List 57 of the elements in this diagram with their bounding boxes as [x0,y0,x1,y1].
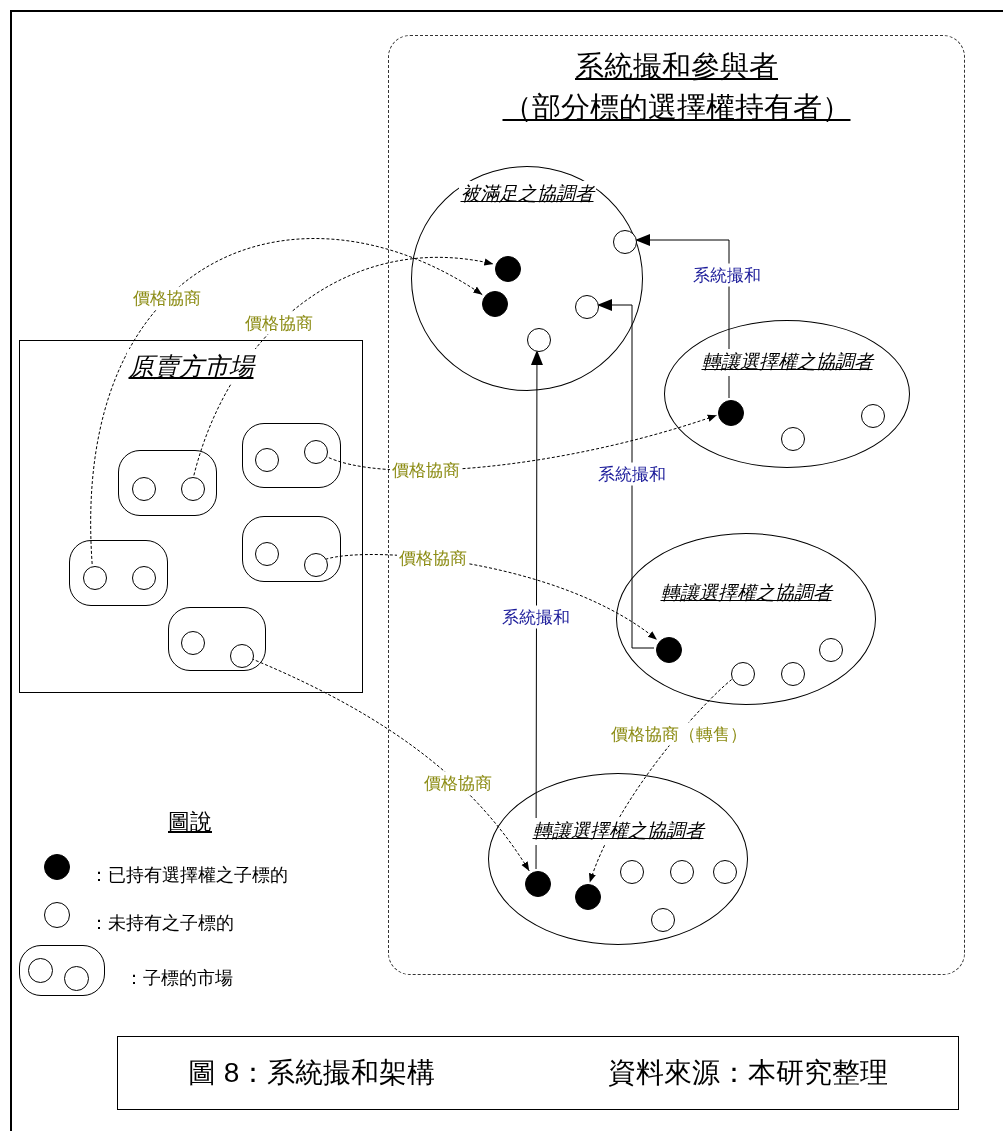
edge-label: 價格協商 [389,458,462,482]
edge-label: 價格協商 [397,546,470,570]
hollow-circle [613,230,637,254]
hollow-circle [527,328,551,352]
edge-label: 系統撮和 [691,263,763,287]
filled-dot [656,637,682,663]
hollow-circle [861,404,885,428]
rounded-box [242,516,341,582]
hollow-circle [575,295,599,319]
hollow-circle [670,860,694,884]
legend-text: ：未持有之子標的 [90,912,234,935]
edge-label: 系統撮和 [500,605,572,629]
arrow [530,349,543,870]
hollow-circle [781,662,805,686]
rounded-box [168,607,266,671]
filled-dot [482,291,508,317]
hollow-circle [781,427,805,451]
ellipse-node [411,166,643,391]
hollow-circle [304,440,328,464]
filled-dot [495,256,521,282]
dashed-arrow [193,257,494,476]
hollow-circle [83,566,107,590]
edge-label: 價格協商 [243,311,316,335]
dashed-group-frame [388,35,965,975]
legend-text: ：子標的市場 [125,967,233,990]
node-title: 轉讓選擇權之協調者 [699,349,875,376]
hollow-circle [255,448,279,472]
rounded-box [242,423,341,488]
edge-label: 價格協商 [131,286,204,310]
source-note: 資料來源：本研究整理 [608,1056,888,1090]
rounded-box [118,450,217,516]
edge-label: 價格協商 [421,771,494,795]
hollow-circle [255,542,279,566]
dashed-arrow [91,238,483,565]
hollow-circle [713,860,737,884]
hollow-circle [132,477,156,501]
market-panel [19,340,363,693]
hollow-circle [819,638,843,662]
legend-text: ：已持有選擇權之子標的 [90,864,288,887]
hollow-circle [181,631,205,655]
filled-dot [575,884,601,910]
hollow-circle [181,477,205,501]
filled-dot [718,400,744,426]
hollow-circle [651,908,675,932]
node-title: 原賣方市場 [126,349,256,384]
caption: 圖 8：系統撮和架構 [188,1056,436,1090]
node-title: 轉讓選擇權之協調者 [530,818,706,845]
edge-label: 系統撮和 [596,462,668,486]
hollow-circle [731,662,755,686]
rounded-box [69,540,168,606]
hollow-circle [230,644,254,668]
arrow [596,299,655,649]
hollow-circle [304,553,328,577]
filled-dot [525,871,551,897]
legend-heading: 圖說 [168,808,212,836]
hollow-circle [620,860,644,884]
hollow-circle [132,566,156,590]
